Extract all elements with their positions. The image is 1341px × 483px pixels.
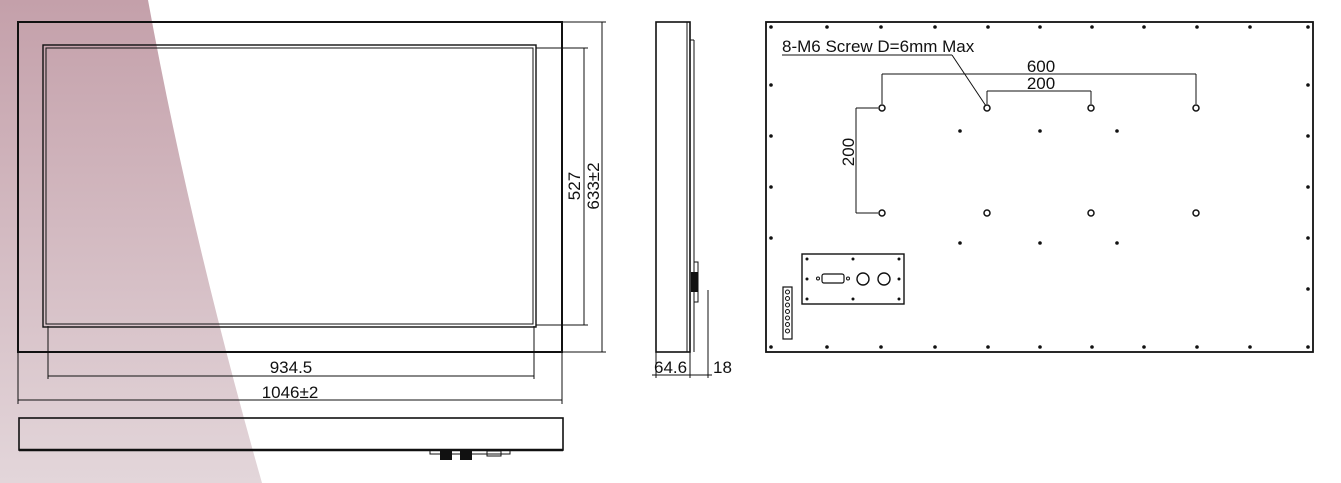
rear-view: 8-M6 Screw D=6mm Max 600 200 200 (765, 21, 1314, 353)
front-screen-outline (42, 44, 537, 328)
dim-outer-width: 1046±2 (262, 383, 319, 402)
dim-span-600: 600 (1027, 57, 1055, 76)
vga-port (821, 273, 845, 284)
dim-inner-width: 934.5 (270, 358, 313, 377)
bottom-connector-1 (440, 451, 452, 460)
screw-note: 8-M6 Screw D=6mm Max (782, 37, 975, 56)
dim-span-200: 200 (1027, 74, 1055, 93)
decorative-band (0, 0, 262, 483)
bottom-view (18, 417, 564, 460)
dim-vertical-200: 200 (839, 138, 858, 166)
dim-inner-height: 527 (565, 172, 584, 200)
front-outer-frame (17, 21, 563, 353)
round-port-1 (856, 272, 870, 286)
dim-depth: 64.6 (654, 358, 687, 377)
dim-outer-height: 633±2 (584, 162, 603, 209)
button-strip (782, 286, 793, 340)
bottom-connector-2 (460, 451, 472, 460)
round-port-2 (877, 272, 891, 286)
vesa-holes (878, 104, 1200, 217)
front-view: 527 633±2 934.5 1046±2 (17, 21, 606, 404)
front-screen-inner (45, 47, 534, 325)
dim-mount: 18 (713, 358, 732, 377)
perimeter-screw-dots (769, 25, 1310, 349)
side-view: 64.6 18 (652, 21, 732, 378)
io-panel (801, 253, 905, 305)
